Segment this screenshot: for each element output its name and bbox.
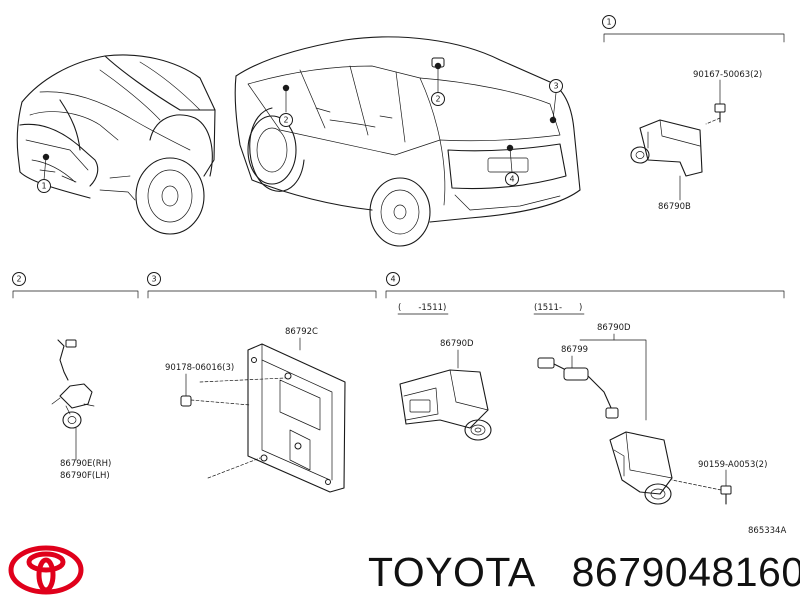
section-1: 1 90167-50063(2) 86790B [602,15,785,212]
callout-1-label: 1 [41,182,46,191]
brand-name: TOYOTA [368,549,536,595]
camera-rh-label: 86790E(RH) [60,459,111,469]
section-1-number: 1 [606,18,611,27]
part-number: 8679048160 [571,549,800,595]
section-4: 4 ( -1511) (1511- ) 86790D 86790D 86799 [385,272,786,536]
toyota-logo-icon [8,545,84,595]
camera-side [51,339,95,429]
callout-3: 3 [549,79,563,93]
camera-d-right-label: 86790D [597,323,631,333]
camera-d-left [399,369,492,441]
callout-2a: 2 [279,113,293,127]
section-4-number: 4 [390,275,395,284]
callout-1: 1 [37,179,51,193]
harness [537,357,619,419]
camera-location-dots [42,62,557,161]
section-3-number: 3 [151,275,156,284]
nut [180,395,192,407]
date-range-before: ( -1511) [398,303,446,313]
camera-s1 [630,119,703,177]
section-2: 2 86790E(RH) 86790F(LH) [12,272,139,481]
reference-code: 865334A [748,526,786,536]
screw [720,485,732,505]
camera-lh-label: 86790F(LH) [60,471,110,481]
callout-leaders [43,65,557,181]
camera-s1-label: 86790B [658,202,691,212]
screw-label: 90159-A0053(2) [698,460,767,470]
callout-4-label: 4 [509,175,514,184]
callout-2b-label: 2 [435,95,440,104]
date-range-after: (1511- ) [534,303,582,313]
bolt-s1 [714,103,726,123]
harness-label: 86799 [561,345,588,355]
car-rear-view [234,36,581,247]
car-front-view [16,54,216,235]
callout-4: 4 [505,172,519,186]
bracket-label: 86792C [285,327,318,337]
callout-2b: 2 [431,92,445,106]
camera-d-left-label: 86790D [440,339,474,349]
brand-part-line: TOYOTA 8679048160 [368,547,800,597]
nut-label: 90178-06016(3) [165,363,234,373]
callout-3-label: 3 [553,82,558,91]
camera-d-right [609,431,673,505]
section-2-number: 2 [16,275,21,284]
callout-2a-label: 2 [283,116,288,125]
bolt-s1-label: 90167-50063(2) [693,70,762,80]
bracket [247,343,346,493]
section-3: 3 86792C 90178-06016(3) [147,272,377,493]
